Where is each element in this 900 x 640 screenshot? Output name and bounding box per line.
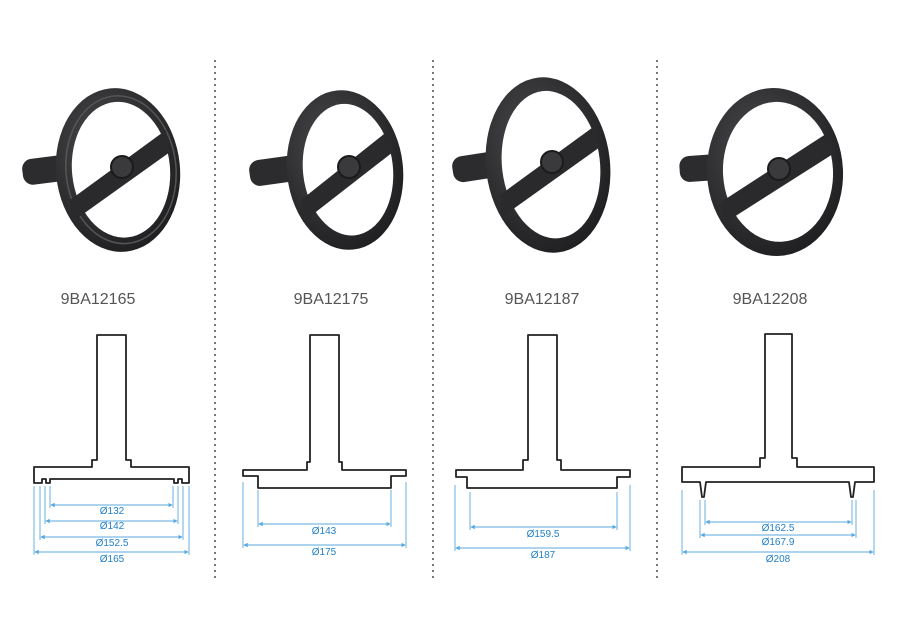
dimension-line	[469, 492, 618, 530]
product-photo	[249, 90, 404, 250]
part-number-label: 9BA12208	[733, 291, 808, 308]
dimension-line	[39, 486, 184, 540]
dimension-line	[44, 486, 179, 524]
dimension-label: Ø152.5	[96, 538, 129, 549]
part-number-label: 9BA12165	[61, 291, 136, 308]
dimension-line	[33, 486, 190, 555]
dimension-line	[49, 486, 174, 508]
product-photo	[452, 77, 611, 253]
hub-shape	[110, 155, 134, 179]
part-outline	[33, 334, 190, 484]
hub-shape	[767, 157, 791, 181]
hub-shape	[540, 150, 564, 174]
dimension-line	[699, 500, 857, 538]
part-number-label: 9BA12175	[294, 291, 369, 308]
dimension-label: Ø132	[100, 506, 125, 517]
part-number-label: 9BA12187	[505, 291, 580, 308]
part-outline	[242, 334, 407, 489]
hub-shape	[337, 155, 361, 179]
dimension-label: Ø208	[766, 554, 791, 565]
dimension-label: Ø165	[100, 554, 125, 565]
part-outline	[455, 334, 631, 489]
dimension-label: Ø159.5	[527, 529, 560, 540]
dimension-label: Ø187	[531, 550, 556, 561]
part-outline	[681, 333, 875, 498]
product-photo	[679, 88, 844, 256]
dimension-line	[257, 490, 392, 527]
dimension-line	[242, 482, 407, 548]
dimension-line	[454, 485, 631, 551]
dimension-label: Ø162.5	[762, 523, 795, 534]
dimension-line	[681, 490, 875, 555]
product-photo	[22, 88, 181, 252]
ring-groove-shape	[65, 95, 177, 245]
dimension-label: Ø142	[100, 521, 125, 532]
dimension-label: Ø143	[312, 526, 337, 537]
dimension-line	[704, 500, 853, 525]
dimension-label: Ø167.9	[762, 537, 795, 548]
dimension-label: Ø175	[312, 547, 337, 558]
